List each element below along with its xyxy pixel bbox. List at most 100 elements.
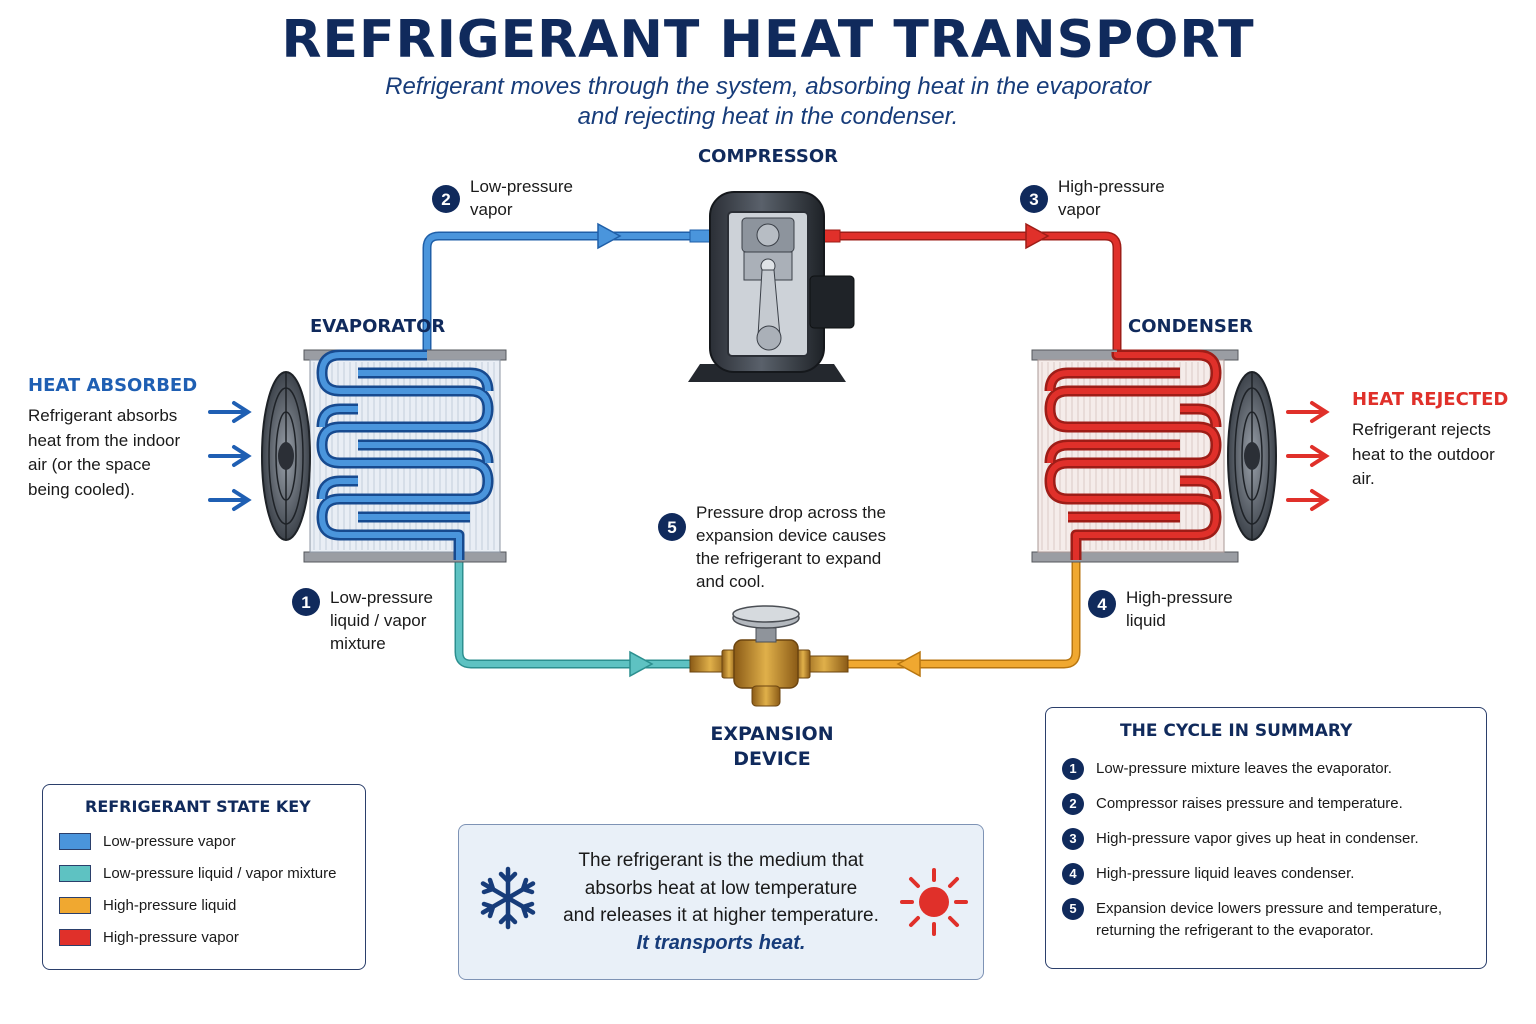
key-swatch bbox=[59, 864, 91, 882]
refrigerant-state-key: REFRIGERANT STATE KEY Low-pressure vapor… bbox=[42, 784, 366, 970]
summary-item: 1 Low-pressure mixture leaves the evapor… bbox=[1062, 758, 1478, 780]
expansion-device-label: EXPANSION DEVICE bbox=[672, 722, 872, 772]
compressor bbox=[688, 191, 855, 382]
summary-badge: 2 bbox=[1062, 793, 1084, 815]
heat-rejected-line: air. bbox=[1352, 469, 1375, 488]
center-note-line: The refrigerant is the medium that bbox=[578, 850, 864, 871]
heat-absorbed-line: heat from the indoor bbox=[28, 430, 181, 450]
summary-item: 3 High-pressure vapor gives up heat in c… bbox=[1062, 828, 1478, 850]
key-title: REFRIGERANT STATE KEY bbox=[85, 797, 311, 816]
page-title: REFRIGERANT HEAT TRANSPORT bbox=[281, 10, 1255, 70]
sun-icon bbox=[900, 868, 968, 936]
key-label: Low-pressure vapor bbox=[103, 832, 236, 850]
key-swatch bbox=[59, 832, 91, 850]
step-text-line: High-pressure bbox=[1058, 177, 1165, 196]
evaporator-label: EVAPORATOR bbox=[310, 316, 446, 337]
step-3-callout: 3 High-pressure vapor bbox=[1020, 175, 1165, 221]
step-4-callout: 4 High-pressure liquid bbox=[1088, 586, 1233, 632]
evaporator-fan bbox=[261, 371, 311, 541]
subtitle-line: and rejecting heat in the condenser. bbox=[577, 103, 959, 130]
step-1-callout: 1 Low-pressure liquid / vapor mixture bbox=[292, 586, 433, 655]
flow-arrow bbox=[629, 650, 654, 678]
step-text-line: Low-pressure bbox=[330, 588, 433, 607]
center-note-line: and releases it at higher temperature. bbox=[563, 905, 879, 926]
key-item: Low-pressure liquid / vapor mixture bbox=[59, 857, 336, 889]
heat-rejected-line: Refrigerant rejects bbox=[1352, 420, 1491, 439]
heat-rejected-panel: HEAT REJECTED Refrigerant rejects heat t… bbox=[1352, 389, 1508, 492]
heat-absorbed-line: air (or the space bbox=[28, 455, 151, 474]
heat-absorbed-line: Refrigerant absorbs bbox=[28, 406, 178, 425]
summary-title: THE CYCLE IN SUMMARY bbox=[1120, 721, 1353, 741]
step-text-line: liquid bbox=[1126, 611, 1166, 630]
step-text-line: Low-pressure bbox=[470, 177, 573, 196]
heat-absorbed-text: Refrigerant absorbs heat from the indoor… bbox=[28, 404, 197, 502]
center-note-box: The refrigerant is the medium that absor… bbox=[458, 824, 984, 980]
step-text-line: mixture bbox=[330, 634, 386, 653]
heat-rejected-heading: HEAT REJECTED bbox=[1352, 389, 1509, 410]
step-2-callout: 2 Low-pressure vapor bbox=[432, 175, 573, 221]
summary-item: 4 High-pressure liquid leaves condenser. bbox=[1062, 863, 1478, 885]
heat-rejected-text: Refrigerant rejects heat to the outdoor … bbox=[1352, 418, 1508, 492]
summary-badge: 3 bbox=[1062, 828, 1084, 850]
step-text-line: High-pressure bbox=[1126, 588, 1233, 607]
key-item: High-pressure vapor bbox=[59, 921, 336, 953]
step-text-line: liquid / vapor bbox=[330, 611, 427, 630]
key-item: Low-pressure vapor bbox=[59, 825, 336, 857]
summary-text: Expansion device lowers pressure and tem… bbox=[1096, 900, 1443, 917]
pipe-high-pressure-liquid bbox=[843, 555, 1081, 678]
key-label: High-pressure liquid bbox=[103, 896, 237, 914]
snowflake-icon bbox=[480, 866, 536, 930]
step-badge: 1 bbox=[292, 588, 320, 616]
center-note-text: The refrigerant is the medium that absor… bbox=[543, 847, 899, 957]
flow-arrow bbox=[597, 222, 622, 250]
step-5-callout: 5 Pressure drop across the expansion dev… bbox=[658, 501, 886, 593]
key-list: Low-pressure vapor Low-pressure liquid /… bbox=[59, 825, 336, 953]
pipe-high-pressure-vapor bbox=[813, 222, 1122, 357]
condenser-fan bbox=[1227, 371, 1277, 541]
heat-rejected-line: heat to the outdoor bbox=[1352, 444, 1495, 464]
compressor-label: COMPRESSOR bbox=[697, 146, 839, 167]
step-badge: 3 bbox=[1020, 185, 1048, 213]
summary-text: High-pressure vapor gives up heat in con… bbox=[1096, 830, 1419, 847]
step-badge: 4 bbox=[1088, 590, 1116, 618]
summary-item: 5 Expansion device lowers pressure and t… bbox=[1062, 898, 1478, 942]
summary-badge: 1 bbox=[1062, 758, 1084, 780]
summary-list: 1 Low-pressure mixture leaves the evapor… bbox=[1062, 758, 1478, 955]
step-badge: 5 bbox=[658, 513, 686, 541]
step-text-line: and cool. bbox=[696, 572, 765, 591]
key-label: High-pressure vapor bbox=[103, 928, 239, 946]
key-swatch bbox=[59, 896, 91, 914]
condenser bbox=[1031, 349, 1239, 563]
expansion-device-label-line: DEVICE bbox=[733, 748, 811, 770]
flow-arrow bbox=[896, 650, 921, 678]
subtitle-line: Refrigerant moves through the system, ab… bbox=[385, 73, 1151, 100]
summary-badge: 4 bbox=[1062, 863, 1084, 885]
expansion-device bbox=[689, 605, 849, 707]
step-text-line: vapor bbox=[1058, 200, 1101, 219]
summary-text: Compressor raises pressure and temperatu… bbox=[1096, 795, 1403, 812]
center-note-emphasis: It transports heat. bbox=[636, 931, 806, 954]
step-text-line: expansion device causes bbox=[696, 526, 886, 545]
step-text-line: vapor bbox=[470, 200, 513, 219]
center-note-line: absorbs heat at low temperature bbox=[584, 877, 858, 899]
summary-badge: 5 bbox=[1062, 898, 1084, 920]
heat-absorbed-arrows bbox=[208, 401, 252, 511]
cycle-summary: THE CYCLE IN SUMMARY 1 Low-pressure mixt… bbox=[1045, 707, 1487, 969]
summary-item: 2 Compressor raises pressure and tempera… bbox=[1062, 793, 1478, 815]
evaporator bbox=[303, 349, 507, 563]
key-label: Low-pressure liquid / vapor mixture bbox=[103, 864, 337, 882]
heat-rejected-arrows bbox=[1286, 401, 1330, 511]
heat-absorbed-line: being cooled). bbox=[28, 479, 135, 499]
condenser-label: CONDENSER bbox=[1128, 316, 1253, 337]
expansion-device-label-line: EXPANSION bbox=[710, 723, 834, 745]
page-subtitle: Refrigerant moves through the system, ab… bbox=[300, 72, 1236, 132]
flow-arrow bbox=[1025, 222, 1050, 250]
pipe-low-pressure-vapor bbox=[422, 222, 717, 357]
step-text-line: Pressure drop across the bbox=[696, 503, 886, 522]
heat-absorbed-heading: HEAT ABSORBED bbox=[28, 375, 198, 396]
summary-text: returning the refrigerant to the evapora… bbox=[1096, 922, 1374, 939]
summary-text: High-pressure liquid leaves condenser. bbox=[1096, 865, 1355, 882]
key-item: High-pressure liquid bbox=[59, 889, 336, 921]
key-swatch bbox=[59, 928, 91, 946]
